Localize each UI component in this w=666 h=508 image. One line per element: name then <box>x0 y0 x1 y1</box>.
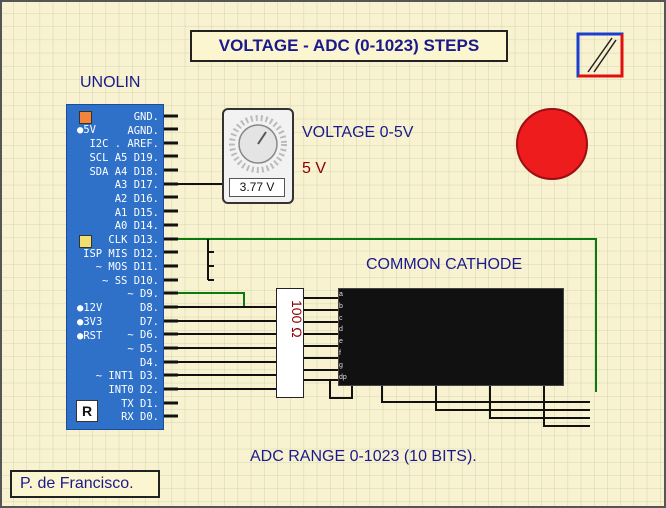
pot-value: 5 V <box>302 160 327 177</box>
author-label: P. de Francisco. <box>10 470 160 498</box>
pin-label: CLK D13. <box>108 233 159 246</box>
pin-label: ~ MOS D11. <box>95 261 159 274</box>
pin-3v3-label: ●3V3 <box>77 316 103 328</box>
segment-pin-label: dp <box>339 373 347 381</box>
pin-label: ~ D9. <box>127 288 159 301</box>
adc-range-label: ADC RANGE 0-1023 (10 BITS). <box>250 448 477 465</box>
power-led-icon <box>79 111 92 124</box>
pin-label: AGND. <box>127 124 159 137</box>
pin-label: D8. <box>140 302 159 315</box>
pin-rst-label: ●RST <box>77 330 103 342</box>
segment-pin-label: c <box>339 314 343 322</box>
pin-label: ~ SS D10. <box>102 274 159 287</box>
pin-label: ~ D6. <box>127 329 159 342</box>
pin-label: I2C . AREF. <box>89 138 159 151</box>
segment-pin-label: f <box>339 350 341 357</box>
segment-pin-label: e <box>339 338 343 346</box>
page-title: VOLTAGE - ADC (0-1023) STEPS <box>190 30 508 62</box>
arduino-board[interactable]: GND.AGND.I2C . AREF.SCL A5 D19.SDA A4 D1… <box>66 104 164 430</box>
red-led[interactable] <box>516 108 588 180</box>
pin-label: A3 D17. <box>114 179 159 192</box>
voltage-readout: 3.77 V <box>229 178 285 197</box>
pin-label: ISP MIS D12. <box>83 247 159 260</box>
r-logo-icon: R <box>76 400 98 422</box>
pin-label: SDA A4 D18. <box>89 165 159 178</box>
segment-pin-label: a <box>339 291 343 298</box>
arduino-pin-stubs <box>164 114 178 418</box>
pin-label: A1 D15. <box>114 206 159 219</box>
arduino-name: UNOLIN <box>80 74 141 91</box>
resistor-label: 100 Ω <box>289 300 305 338</box>
segment-pin-label: b <box>339 302 343 310</box>
pin-label: ~ INT1 D3. <box>95 370 159 383</box>
display-label: COMMON CATHODE <box>366 256 523 273</box>
pin-5v-label: ●5V <box>77 124 96 136</box>
clk-led-icon <box>79 235 92 248</box>
pin-12v-label: ●12V <box>77 302 103 314</box>
resistor-network <box>276 288 304 398</box>
seven-segment-display <box>338 288 564 386</box>
pin-label: D7. <box>140 315 159 328</box>
segment-pin-label: d <box>339 326 343 334</box>
segment-pin-label: g <box>339 361 343 369</box>
logo-icon <box>576 32 624 78</box>
knob-icon <box>229 115 287 173</box>
pin-label: SCL A5 D19. <box>89 151 159 164</box>
pin-label: A0 D14. <box>114 220 159 233</box>
pin-label: D4. <box>140 356 159 369</box>
pin-label: ~ D5. <box>127 343 159 356</box>
pin-label: TX D1. <box>121 397 159 410</box>
pin-label: A2 D16. <box>114 192 159 205</box>
pot-label: VOLTAGE 0-5V <box>302 124 414 141</box>
pin-label: RX D0. <box>121 411 159 424</box>
pin-label: INT0 D2. <box>108 384 159 396</box>
pin-label: GND. <box>133 111 159 123</box>
circuit-wires <box>178 183 597 427</box>
